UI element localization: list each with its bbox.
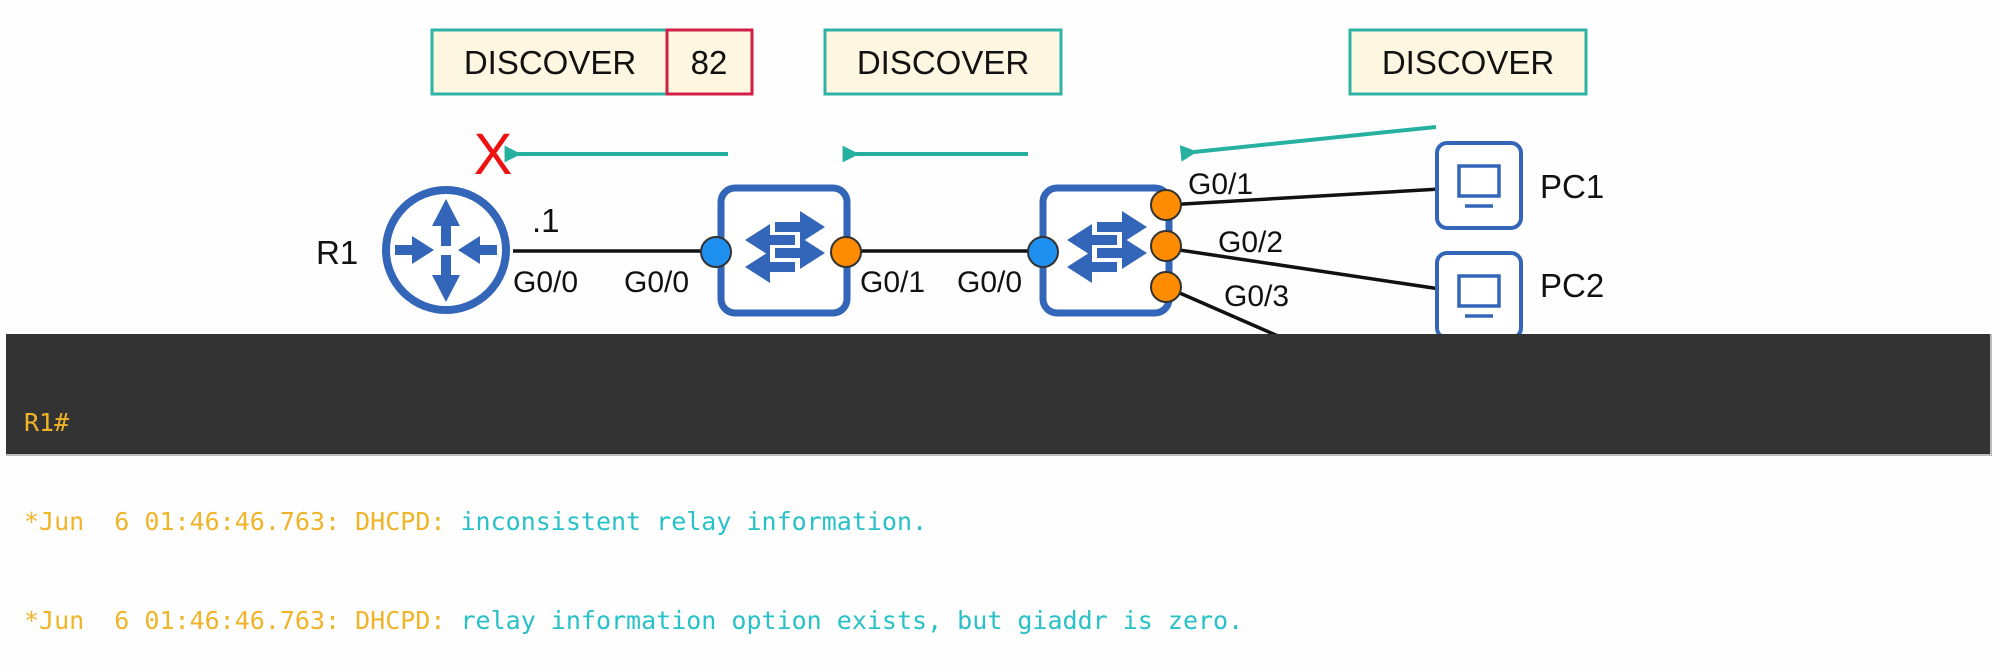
terminal-output: R1# *Jun 6 01:46:46.763: DHCPD: inconsis… [6,334,1992,635]
pc2-name: PC2 [1540,267,1604,304]
pc-icon[interactable] [1435,251,1523,340]
router-icon[interactable] [382,186,510,314]
log-line: *Jun 6 01:46:46.763: DHCPD: inconsistent… [24,505,1972,538]
log-line: *Jun 6 01:46:46.763: DHCPD: relay inform… [24,604,1972,637]
sw1-port-right-label: G0/1 [860,266,925,299]
packet-box [430,28,670,96]
log-message: relay information option exists, but gia… [445,606,1244,635]
packet-label: DISCOVER [857,44,1029,81]
port-dot-sw2-g02 [1150,230,1182,262]
sw2-port-g01-label: G0/1 [1188,168,1253,201]
terminal-prompt: R1# [24,408,70,437]
pc-icon[interactable] [1435,141,1523,230]
link-sw2-pc1 [1165,187,1441,207]
packet-box [823,28,1063,96]
link-sw2-pc2 [1165,246,1441,291]
packet-label: DISCOVER [464,44,636,81]
log-timestamp: *Jun 6 01:46:46.763: DHCPD: [24,606,446,635]
sw1-port-left-label: G0/0 [624,266,689,299]
router-name: R1 [316,234,358,271]
link-sw2-g03 [1165,285,1279,338]
packet-box [1348,28,1588,96]
router-port-label: G0/0 [513,266,578,299]
sw2-port-g02-label: G0/2 [1218,226,1283,259]
pc1-name: PC1 [1540,168,1604,205]
port-dot-sw1-g00 [700,236,732,268]
port-dot-sw2-g03 [1150,271,1182,303]
port-dot-sw1-g01 [830,236,862,268]
sw2-port-g03-label: G0/3 [1224,280,1289,313]
network-diagram: DISCOVER 82 DISCOVER DISCOVER X R1 [316,28,1604,340]
router-ip-suffix: .1 [532,202,560,239]
drop-x-icon: X [474,122,513,187]
port-dot-sw2-g00 [1027,236,1059,268]
switch-icon[interactable] [717,184,851,317]
log-timestamp: *Jun 6 01:46:46.763: DHCPD: [24,507,446,536]
packet-discover-option82: DISCOVER 82 [430,28,754,96]
option82-label: 82 [691,44,728,81]
flow-arrow-pc-to-sw2 [1179,125,1437,162]
port-dot-sw2-g01 [1150,189,1182,221]
sw2-port-left-label: G0/0 [957,266,1022,299]
packet-discover-2: DISCOVER [823,28,1063,96]
log-message: inconsistent relay information. [445,507,928,536]
option82-box [665,28,754,96]
packet-discover-3: DISCOVER [1348,28,1588,96]
switch-icon[interactable] [1039,184,1173,317]
packet-label: DISCOVER [1382,44,1554,81]
